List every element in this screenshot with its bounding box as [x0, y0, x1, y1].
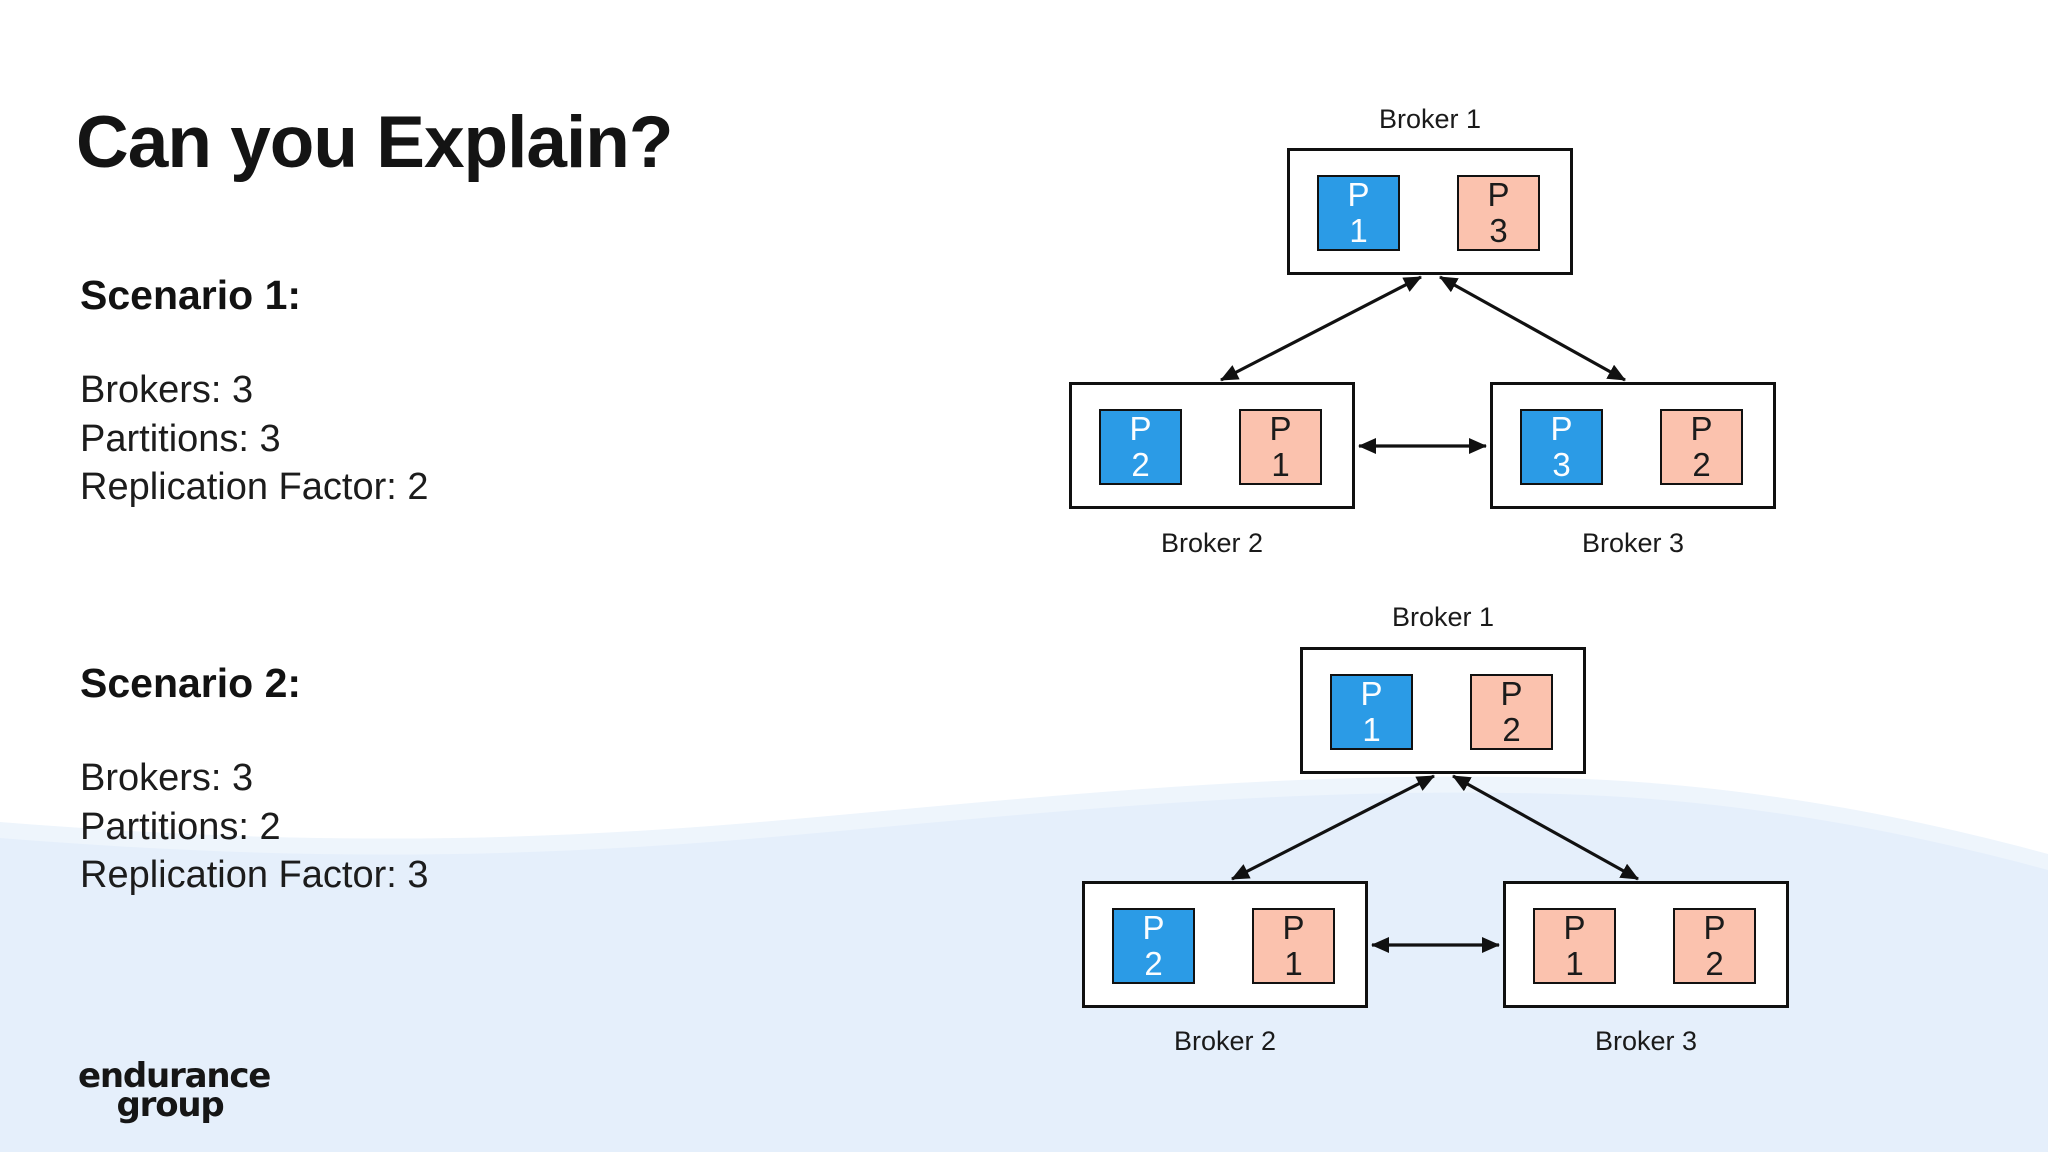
partition-letter: P	[1563, 909, 1586, 946]
partition-box: P 2	[1470, 674, 1553, 750]
partition-letter: P	[1142, 909, 1165, 946]
partition-box: P 2	[1099, 409, 1182, 485]
endurance-group-logo: endurance group	[78, 1056, 271, 1125]
partition-box: P 3	[1457, 175, 1540, 251]
partition-number: 1	[1284, 945, 1303, 982]
d1-broker2-label: Broker 2	[1160, 528, 1264, 558]
partition-letter: P	[1282, 909, 1305, 946]
partition-box: P 1	[1239, 409, 1322, 485]
partition-number: 2	[1692, 446, 1711, 483]
d2-broker1-box: P 1 P 2	[1300, 647, 1586, 774]
logo-line2: group	[116, 1085, 224, 1125]
partition-letter: P	[1360, 675, 1383, 712]
partition-letter: P	[1550, 410, 1573, 447]
partition-number: 3	[1552, 446, 1571, 483]
partition-number: 2	[1131, 446, 1150, 483]
d2-broker3-box: P 1 P 2	[1503, 881, 1789, 1008]
partition-letter: P	[1347, 176, 1370, 213]
partition-number: 3	[1489, 212, 1508, 249]
partition-box: P 1	[1330, 674, 1413, 750]
partition-number: 1	[1565, 945, 1584, 982]
partition-number: 2	[1144, 945, 1163, 982]
scenario2-heading: Scenario 2:	[80, 660, 302, 706]
partition-number: 2	[1705, 945, 1724, 982]
partition-box: P 1	[1533, 908, 1616, 984]
d2-broker3-label: Broker 3	[1594, 1026, 1698, 1056]
scenario2-replication-line: Replication Factor: 3	[80, 854, 429, 896]
d2-broker1-label: Broker 1	[1391, 602, 1495, 632]
d1-broker2-box: P 2 P 1	[1069, 382, 1355, 509]
partition-number: 2	[1502, 711, 1521, 748]
scenario2-partitions-line: Partitions: 2	[80, 805, 281, 848]
scenario1-partitions-line: Partitions: 3	[80, 417, 281, 460]
partition-box: P 1	[1252, 908, 1335, 984]
d2-broker2-label: Broker 2	[1173, 1026, 1277, 1056]
partition-letter: P	[1500, 675, 1523, 712]
partition-number: 1	[1362, 711, 1381, 748]
partition-box: P 1	[1317, 175, 1400, 251]
scenario1-replication-line: Replication Factor: 2	[80, 466, 429, 508]
d2-broker2-box: P 2 P 1	[1082, 881, 1368, 1008]
partition-letter: P	[1703, 909, 1726, 946]
d1-broker3-box: P 3 P 2	[1490, 382, 1776, 509]
scenario2-body: Brokers: 3 Partitions: 2 Replication Fac…	[80, 754, 429, 900]
scenario1-brokers-line: Brokers: 3	[80, 369, 254, 411]
d1-broker3-label: Broker 3	[1581, 528, 1685, 558]
scenario1-body: Brokers: 3 Partitions: 3 Replication Fac…	[80, 366, 429, 512]
scenario2-brokers-line: Brokers: 3	[80, 757, 254, 799]
partition-box: P 2	[1673, 908, 1756, 984]
partition-number: 1	[1349, 212, 1368, 249]
partition-number: 1	[1271, 446, 1290, 483]
partition-letter: P	[1269, 410, 1292, 447]
partition-box: P 3	[1520, 409, 1603, 485]
partition-box: P 2	[1660, 409, 1743, 485]
partition-letter: P	[1129, 410, 1152, 447]
logo-line1: endurance	[78, 1056, 271, 1096]
partition-box: P 2	[1112, 908, 1195, 984]
partition-letter: P	[1487, 176, 1510, 213]
scenario1-heading: Scenario 1:	[80, 272, 302, 318]
d1-broker1-box: P 1 P 3	[1287, 148, 1573, 275]
d1-broker1-label: Broker 1	[1378, 104, 1482, 134]
page-title: Can you Explain?	[76, 101, 673, 183]
partition-letter: P	[1690, 410, 1713, 447]
